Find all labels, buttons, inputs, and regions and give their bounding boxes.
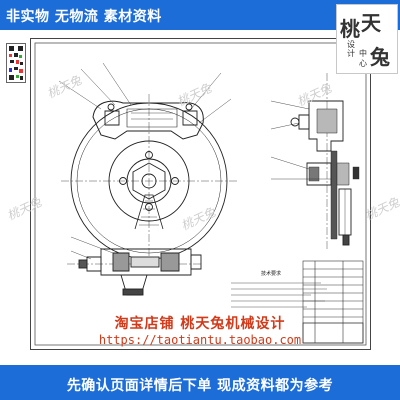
tech-req-title: 技术要求 [261,270,281,277]
logo-char: 中 [359,49,367,58]
logo-char: 桃 [340,17,360,41]
brake-disc-view [58,62,237,267]
logo-char: 兔 [370,45,390,69]
bottom-caliper-view [67,236,203,296]
title-block [302,260,364,344]
qr-code-icon [6,43,26,83]
bottom-banner: 先确认页面详情后下单 现成资料都为参考 [0,365,400,400]
logo-char: 天 [361,11,381,35]
top-banner: 非实物 无物流 素材资料 [0,0,400,30]
logo-char: 心 [359,59,367,68]
bottom-banner-text: 先确认页面详情后下单 现成资料都为参考 [66,378,334,394]
tech-requirements: 技术要求 [231,270,327,308]
shop-label: 淘宝店铺 桃天兔机械设计 [114,316,286,332]
brand-logo: 桃 天 兔 设 计 中 心 [336,4,398,74]
shop-url-link[interactable]: https://taotiantu.taobao.com [98,333,302,347]
cad-drawing-sheet: 技术要求 [30,38,371,350]
logo-char: 计 [347,49,355,58]
logo-char: 设 [347,40,355,49]
cad-drawing: 技术要求 [34,42,367,346]
section-side-view [270,73,360,249]
top-banner-text: 非实物 无物流 素材资料 [6,9,162,25]
